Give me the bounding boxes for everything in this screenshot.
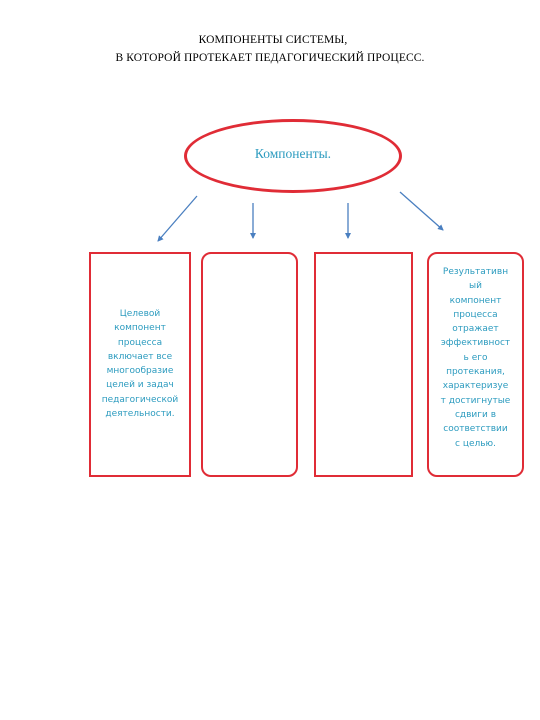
component-box-3 bbox=[314, 252, 413, 477]
component-box-result bbox=[427, 252, 524, 477]
diagram-title: КОМПОНЕНТЫ СИСТЕМЫ, В КОТОРОЙ ПРОТЕКАЕТ … bbox=[0, 31, 540, 67]
components-hub-label: Компоненты. bbox=[254, 146, 332, 161]
component-target-text: Целевой компонент процесса включает все … bbox=[101, 309, 179, 420]
title-line-2: В КОТОРОЙ ПРОТЕКАЕТ ПЕДАГОГИЧЕСКИЙ ПРОЦЕ… bbox=[115, 52, 425, 64]
component-box-target bbox=[89, 252, 191, 477]
component-result-text: Результативн ый компонент процесса отраж… bbox=[440, 267, 511, 449]
arrow-to-component-1 bbox=[157, 195, 198, 242]
title-line-1: КОМПОНЕНТЫ СИСТЕМЫ, bbox=[198, 34, 348, 46]
component-box-2 bbox=[201, 252, 298, 477]
components-hub-ellipse bbox=[184, 119, 402, 193]
arrow-to-component-4 bbox=[399, 191, 444, 231]
